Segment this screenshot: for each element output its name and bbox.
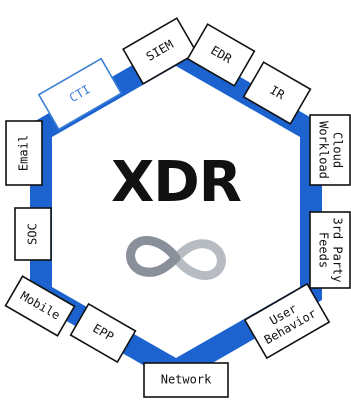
segment-box-soc	[14, 207, 52, 261]
segment-box-mobile	[4, 275, 76, 337]
segment-label-ir: IR	[267, 83, 287, 103]
segment-box-feeds	[309, 211, 351, 289]
segment-card-cti: CTI	[37, 57, 123, 131]
segment-card-edr: EDR	[186, 23, 256, 87]
segment-card-email: Email	[5, 120, 43, 186]
segment-card-network: Network	[143, 362, 229, 398]
segment-box-network	[143, 362, 229, 398]
inner-hexagon	[52, 66, 300, 358]
segment-card-mobile: Mobile	[4, 275, 76, 337]
segment-label-cloud-1: Cloud	[331, 132, 345, 168]
segment-label-network: Network	[161, 373, 212, 387]
segment-box-behavior	[243, 282, 331, 360]
segment-box-email	[5, 120, 43, 186]
segment-label-soc: SOC	[26, 223, 40, 245]
segment-label-feeds-1: 3rd Party	[331, 217, 345, 282]
segment-card-epp: EPP	[69, 302, 137, 364]
segment-box-epp	[69, 302, 137, 364]
segment-label-feeds-2: Feeds	[317, 232, 331, 268]
segment-box-siem	[122, 17, 198, 85]
segment-card-ir: IR	[242, 61, 312, 125]
segment-box-cloud	[309, 114, 351, 186]
infinity-icon	[126, 236, 226, 280]
segment-box-edr	[186, 23, 256, 87]
segment-card-soc: SOC	[14, 207, 52, 261]
segment-box-ir	[242, 61, 312, 125]
center-title: XDR	[111, 150, 241, 215]
segment-label-email: Email	[17, 135, 31, 171]
segment-box-cti	[37, 57, 123, 131]
segment-label-cloud-2: Workload	[317, 121, 331, 179]
segment-card-siem: SIEM	[122, 17, 198, 85]
